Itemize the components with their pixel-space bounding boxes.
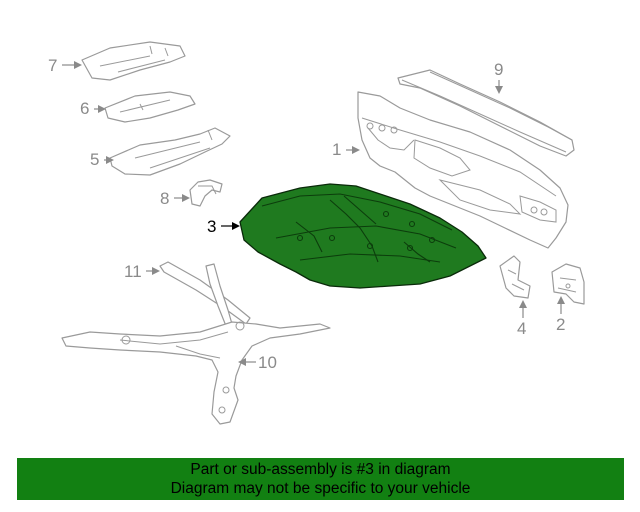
part-4-bracket — [499, 255, 531, 299]
callout-10: 10 — [238, 353, 277, 372]
callout-6: 6 — [80, 99, 106, 118]
callout-4: 4 — [517, 300, 527, 338]
callout-5: 5 — [90, 150, 114, 169]
callout-label-7: 7 — [48, 56, 57, 75]
banner-line-2: Diagram may not be specific to your vehi… — [170, 480, 471, 497]
part-6-shield — [104, 91, 196, 123]
part-1-dash-panel — [357, 91, 569, 249]
callout-label-1: 1 — [332, 140, 341, 159]
part-11-brace — [159, 261, 251, 327]
parts-diagram: 7 6 5 8 3 1 9 11 10 — [48, 41, 585, 425]
part-8-bracket — [189, 179, 223, 207]
callout-label-9: 9 — [494, 60, 503, 79]
callout-9: 9 — [494, 60, 503, 94]
callout-label-5: 5 — [90, 150, 99, 169]
callout-11: 11 — [124, 262, 160, 281]
callout-7: 7 — [48, 56, 82, 75]
callout-label-11: 11 — [124, 262, 142, 281]
part-2-bracket — [551, 263, 585, 305]
callout-label-8: 8 — [160, 189, 169, 208]
callout-2: 2 — [556, 296, 565, 334]
part-3-insulator-highlighted — [239, 183, 487, 289]
part-5-panel — [109, 127, 231, 176]
callout-3: 3 — [207, 217, 240, 236]
callout-label-10: 10 — [258, 353, 277, 372]
part-10-crossmember — [61, 321, 331, 425]
callout-label-6: 6 — [80, 99, 89, 118]
callout-label-4: 4 — [517, 319, 526, 338]
banner-line-1: Part or sub-assembly is #3 in diagram — [190, 461, 451, 478]
callout-label-3: 3 — [207, 217, 216, 236]
callout-label-2: 2 — [556, 315, 565, 334]
callout-1: 1 — [332, 140, 360, 159]
callout-8: 8 — [160, 189, 190, 208]
part-9-crossbar — [397, 69, 575, 157]
part-7-shield — [81, 41, 186, 81]
fitment-notice-banner: Part or sub-assembly is #3 in diagram Di… — [17, 458, 624, 500]
